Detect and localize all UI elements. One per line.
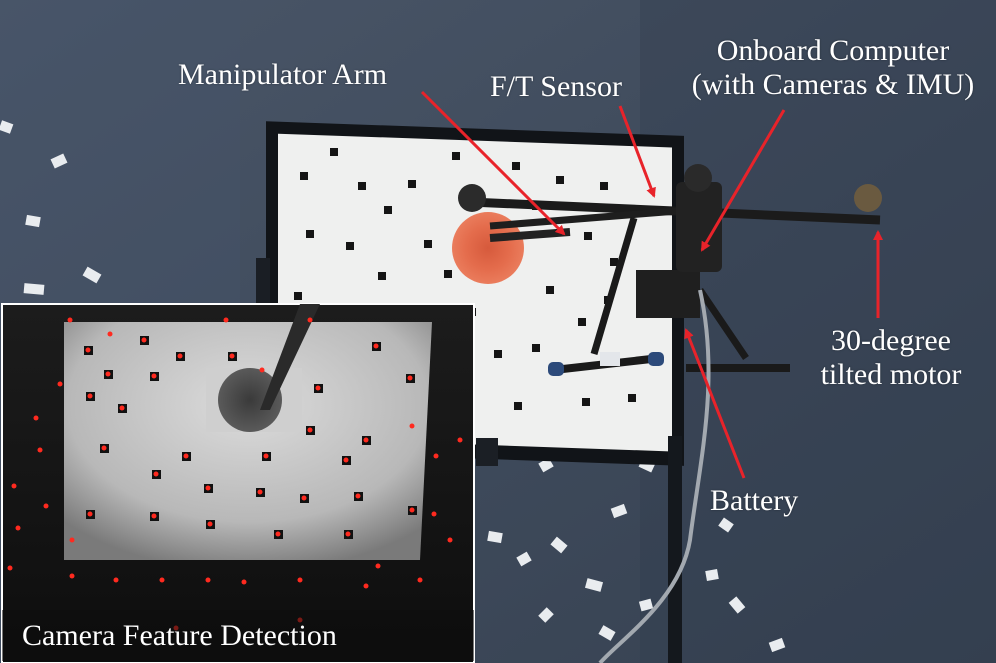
- inset-disk: [218, 368, 282, 432]
- label-manipulator-arm: Manipulator Arm: [178, 58, 388, 91]
- annotation-arrows: [420, 90, 883, 479]
- tilted-motor: [854, 184, 882, 212]
- arrow-battery: [684, 328, 746, 479]
- arrow-ft-sensor: [618, 105, 656, 198]
- label-onboard-computer: Onboard Computer (with Cameras & IMU): [672, 34, 994, 102]
- arrow-manipulator-arm: [420, 90, 566, 236]
- inset-caption: Camera Feature Detection: [22, 619, 337, 652]
- label-tilted-motor-line2: tilted motor: [820, 358, 962, 391]
- onboard-computer-body: [676, 182, 722, 272]
- wall-markers: [0, 120, 786, 653]
- arrow-onboard-computer: [700, 109, 786, 252]
- monitor-stand-pole: [668, 436, 682, 663]
- tether-cable: [598, 289, 711, 663]
- wall-right-shade: [640, 0, 996, 663]
- label-tilted-motor-line1: 30-degree: [831, 324, 951, 357]
- camera-inset: [1, 303, 475, 663]
- battery-pack: [636, 270, 700, 318]
- label-tilted-motor: 30-degree tilted motor: [806, 324, 976, 392]
- label-battery: Battery: [710, 484, 799, 517]
- target-disk: [452, 212, 524, 284]
- label-onboard-computer-line2: (with Cameras & IMU): [691, 68, 975, 101]
- inset-feature-points: [7, 317, 463, 631]
- drone: [458, 164, 882, 663]
- inset-board: [64, 322, 432, 560]
- label-ft-sensor: F/T Sensor: [490, 70, 622, 103]
- board-markers: [294, 148, 636, 410]
- label-onboard-computer-line1: Onboard Computer: [716, 34, 950, 67]
